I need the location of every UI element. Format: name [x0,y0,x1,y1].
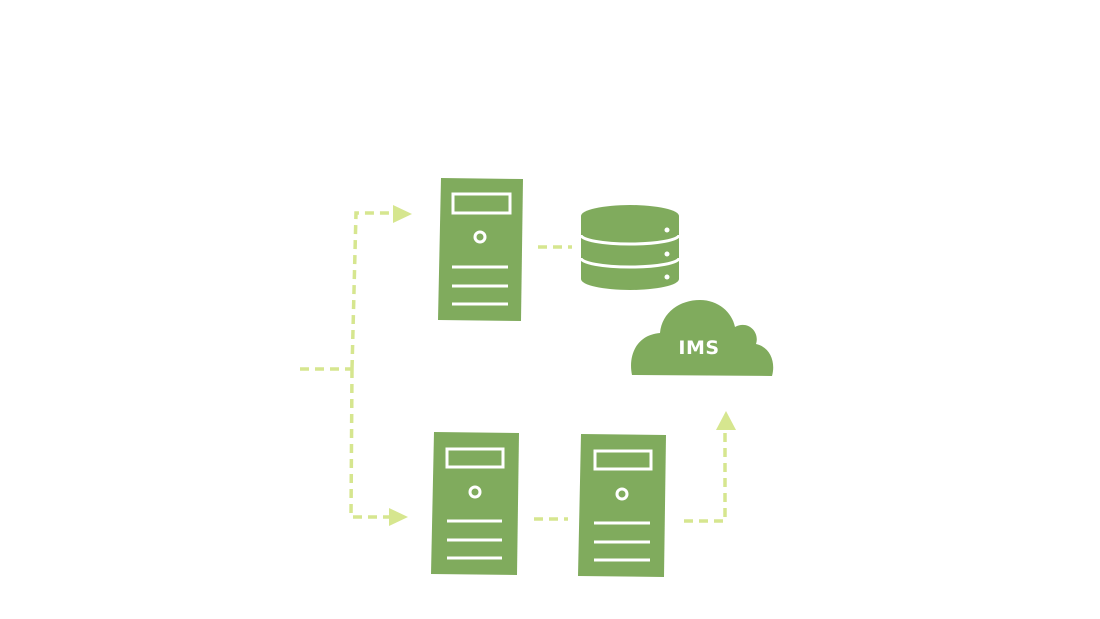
cloud-icon: IMS [631,300,774,376]
edge-input-to-server-top [350,211,396,370]
arrowhead-cloud [716,411,736,430]
cloud-label: IMS [678,337,719,359]
server-tower-icon [578,434,666,577]
edge-input-to-server-bottom-left [349,368,392,519]
server-tower-icon [438,178,523,321]
arrowheads [389,205,736,526]
arrowhead-server-bottom-left [389,508,408,526]
server-tower-icon [431,432,519,575]
arrowhead-server-top [393,205,412,223]
connectors [300,211,727,523]
database-icon [579,205,681,290]
edge-server-bottom-right-to-cloud [684,428,727,523]
